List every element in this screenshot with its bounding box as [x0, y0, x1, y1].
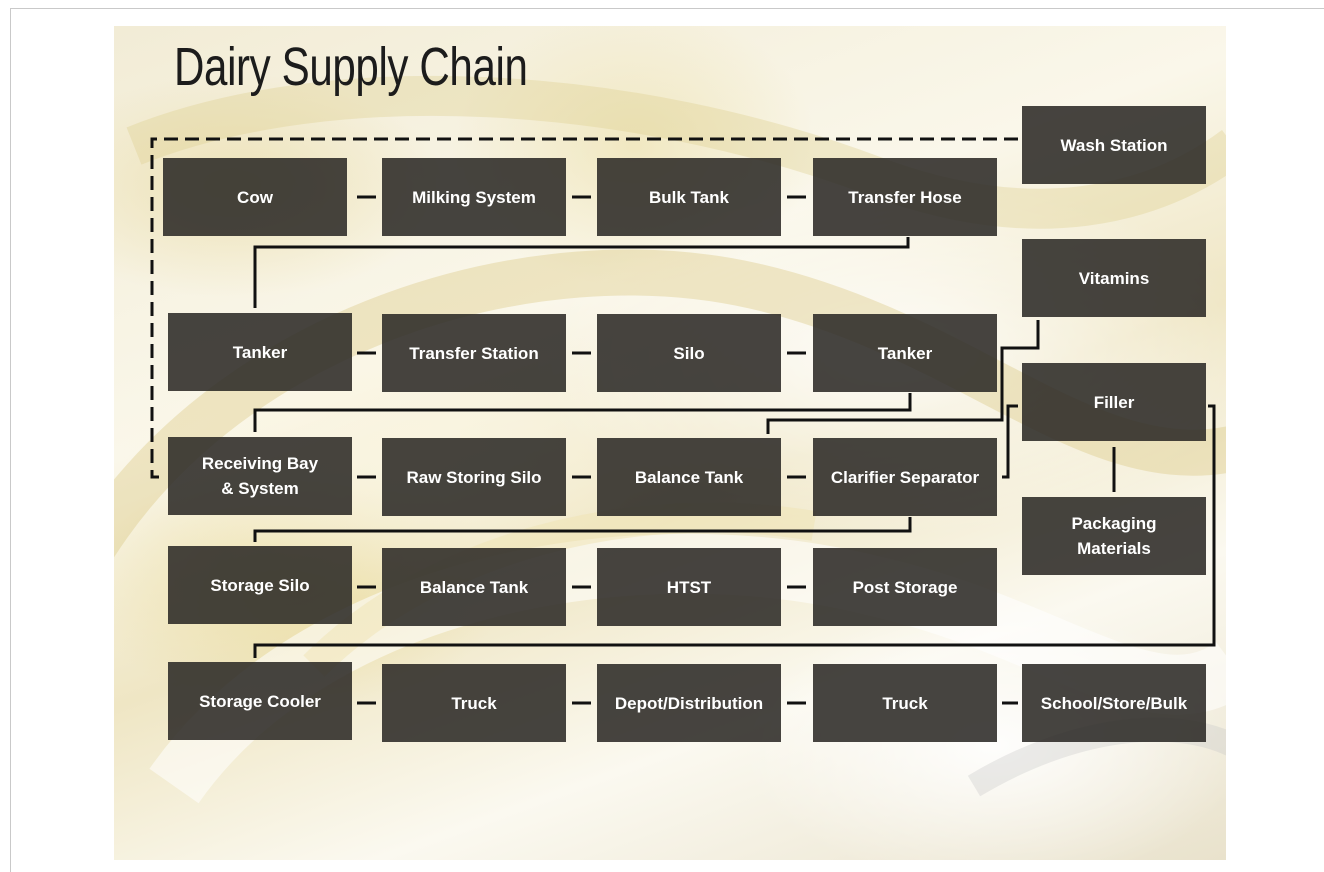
connector-transferhose-tanker [253, 237, 910, 308]
page-title: Dairy Supply Chain [174, 37, 528, 97]
node-balance-tank-1: Balance Tank [597, 438, 781, 516]
node-receiving-bay-label-line1: Receiving Bay [201, 454, 319, 473]
node-balance-tank-2: Balance Tank [382, 548, 566, 626]
node-tanker-1-label: Tanker [232, 342, 288, 362]
connector-vitamins-balancetank [766, 320, 1040, 434]
node-raw-storing-silo: Raw Storing Silo [382, 438, 566, 516]
node-bulk-tank: Bulk Tank [597, 158, 781, 236]
node-balance-tank-1-label: Balance Tank [634, 467, 744, 487]
node-transfer-station: Transfer Station [382, 314, 566, 392]
node-filler-label: Filler [1093, 392, 1135, 412]
node-tanker-2: Tanker [813, 314, 997, 392]
node-vitamins: Vitamins [1022, 239, 1206, 317]
node-storage-silo-label: Storage Silo [210, 575, 310, 595]
node-truck-2-label: Truck [882, 693, 928, 713]
node-school-store-bulk: School/Store/Bulk [1022, 664, 1206, 742]
node-depot-distribution: Depot/Distribution [597, 664, 781, 742]
connector-clarifier-storagesilo [253, 517, 912, 542]
node-depot-distribution-label: Depot/Distribution [614, 693, 764, 713]
node-transfer-hose-label: Transfer Hose [848, 187, 962, 207]
node-receiving-bay-label-line2: & System [221, 479, 299, 498]
node-storage-cooler: Storage Cooler [168, 662, 352, 740]
node-milking-system: Milking System [382, 158, 566, 236]
node-cow-label: Cow [237, 187, 273, 207]
node-vitamins-label: Vitamins [1078, 268, 1150, 288]
node-balance-tank-2-label: Balance Tank [419, 577, 529, 597]
node-transfer-station-label: Transfer Station [409, 343, 539, 363]
node-clarifier-separator: Clarifier Separator [813, 438, 997, 516]
node-receiving-bay: Receiving Bay & System [168, 437, 352, 515]
node-tanker-1: Tanker [168, 313, 352, 391]
page-border-left [10, 8, 11, 872]
connector-filler-storagecooler [253, 404, 1216, 658]
node-tanker-2-label: Tanker [877, 343, 933, 363]
node-htst: HTST [597, 548, 781, 626]
connector-clarifier-filler [1002, 404, 1018, 479]
node-filler: Filler [1022, 363, 1206, 441]
node-transfer-hose: Transfer Hose [813, 158, 997, 236]
node-truck-1: Truck [382, 664, 566, 742]
node-school-store-bulk-label: School/Store/Bulk [1040, 693, 1188, 713]
node-milking-system-label: Milking System [412, 187, 536, 207]
node-post-storage: Post Storage [813, 548, 997, 626]
node-truck-1-label: Truck [451, 693, 497, 713]
node-post-storage-label: Post Storage [852, 577, 958, 597]
node-packaging-label-line1: Packaging [1071, 514, 1157, 533]
node-wash-station-label: Wash Station [1060, 135, 1168, 155]
node-packaging-materials: Packaging Materials [1022, 497, 1206, 575]
node-htst-label: HTST [666, 577, 712, 597]
node-packaging-label-line2: Materials [1077, 539, 1151, 558]
connector-tanker-receiving [253, 393, 912, 432]
node-silo-label: Silo [673, 343, 705, 363]
node-truck-2: Truck [813, 664, 997, 742]
node-wash-station: Wash Station [1022, 106, 1206, 184]
node-bulk-tank-label: Bulk Tank [649, 187, 729, 207]
node-silo: Silo [597, 314, 781, 392]
node-storage-silo: Storage Silo [168, 546, 352, 624]
node-raw-storing-silo-label: Raw Storing Silo [406, 467, 542, 487]
connector-washstation-loop [150, 137, 1018, 479]
node-storage-cooler-label: Storage Cooler [199, 691, 321, 711]
node-clarifier-separator-label: Clarifier Separator [830, 467, 980, 487]
node-cow: Cow [163, 158, 347, 236]
page-border-top [10, 8, 1324, 9]
